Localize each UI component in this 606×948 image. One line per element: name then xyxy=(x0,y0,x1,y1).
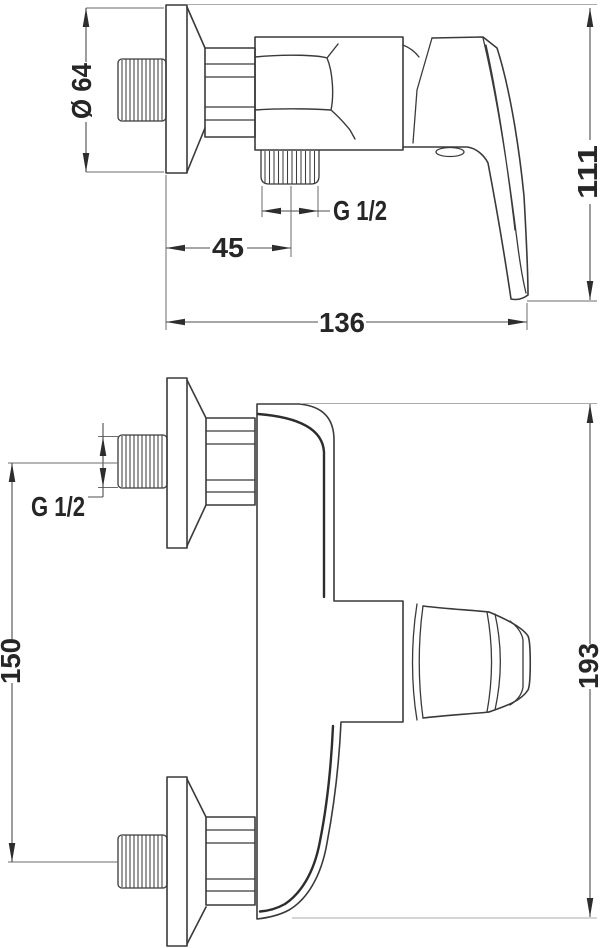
lower-mounting-nut xyxy=(205,816,256,906)
arrowhead-up xyxy=(586,8,594,27)
upper-flange-cone xyxy=(186,379,207,547)
outlet-thread-ribs xyxy=(264,151,316,184)
flange-cone xyxy=(186,6,206,173)
mounting-nut-facets xyxy=(204,63,256,121)
lever-handle-neck-arc xyxy=(402,44,420,58)
dim-label-overall-depth: 136 xyxy=(319,307,365,338)
lever-handle xyxy=(402,36,529,301)
arrowhead-down xyxy=(8,843,16,862)
mounting-nut xyxy=(204,47,256,138)
arrowhead-down xyxy=(586,281,594,300)
extension-lines xyxy=(261,186,319,217)
dimension-outlet-thread: G 1/2 xyxy=(261,186,387,257)
upper-mounting-nut xyxy=(205,417,256,506)
lever-handle-neck xyxy=(412,37,433,144)
dim-label-inlet-spacing: 150 xyxy=(0,638,26,684)
extension-lines xyxy=(98,436,118,488)
front-view-dimensions: G 1/2 150 193 xyxy=(0,403,604,919)
dim-label-outlet-offset: 45 xyxy=(212,232,244,263)
dim-label-inlet-thread: G 1/2 xyxy=(31,491,85,522)
dimension-overall-height: 193 xyxy=(292,403,604,919)
handle-knob-rim xyxy=(509,620,524,706)
lever-handle-edge-lines xyxy=(482,37,527,294)
arrowhead-right xyxy=(272,244,291,252)
side-view-dimensions: Ø 64 G 1/2 45 136 xyxy=(66,4,603,338)
dim-label-overall-height: 193 xyxy=(573,643,604,689)
lower-nut-facets xyxy=(205,829,256,892)
arrowhead-down xyxy=(586,898,594,917)
extension-lines xyxy=(8,462,118,863)
valve-body xyxy=(254,36,404,151)
dimension-overall-depth: 136 xyxy=(166,303,528,338)
dim-label-outlet-thread: G 1/2 xyxy=(333,195,387,226)
lower-flange-cone xyxy=(186,778,207,945)
dimension-inlet-spacing: 150 xyxy=(0,462,118,863)
outlet-thread xyxy=(260,149,320,185)
extension-lines xyxy=(86,7,164,173)
handle-knob-cap xyxy=(488,611,532,713)
wall-inlet-thread-ribs xyxy=(121,59,163,121)
dimension-height: 111 xyxy=(188,4,603,302)
arrowhead-up xyxy=(82,8,90,27)
arrowhead-down xyxy=(82,153,90,172)
dimension-inlet-thread: G 1/2 xyxy=(31,423,118,522)
arrowhead-left xyxy=(262,207,281,215)
dimension-outlet-offset: 45 xyxy=(165,175,291,330)
arrowhead-right xyxy=(508,318,527,326)
arrowhead-left xyxy=(166,318,185,326)
cartridge-ring xyxy=(411,603,424,721)
upper-inlet-thread-ribs xyxy=(121,435,163,488)
lower-inlet-thread-ribs xyxy=(121,835,163,888)
arrowhead-right xyxy=(299,207,318,215)
dimension-flange-diameter: Ø 64 xyxy=(66,7,164,173)
arrowhead-up xyxy=(586,404,594,423)
dim-label-height: 111 xyxy=(572,145,603,199)
faucet-body xyxy=(256,403,404,920)
handle-cylinder xyxy=(422,605,490,719)
handle-knob-rings xyxy=(486,611,501,713)
upper-flange-plate xyxy=(166,377,188,549)
lower-flange-plate xyxy=(166,776,188,947)
valve-body-seams xyxy=(254,43,356,140)
front-view xyxy=(117,377,532,947)
handle-base-detail xyxy=(435,146,465,158)
arrowhead-down xyxy=(99,468,107,487)
wall-flange-plate xyxy=(165,4,188,174)
arrowhead-left xyxy=(166,244,185,252)
dim-label-flange-diameter: Ø 64 xyxy=(66,63,97,119)
arrowhead-up xyxy=(8,463,16,482)
body-corner-highlight-top xyxy=(256,412,326,599)
arrowhead-up xyxy=(99,437,107,456)
body-corner-highlight-bottom xyxy=(258,724,335,913)
upper-nut-facets xyxy=(205,430,256,493)
side-view xyxy=(117,4,529,301)
dimension-and-leader-line xyxy=(88,423,104,498)
